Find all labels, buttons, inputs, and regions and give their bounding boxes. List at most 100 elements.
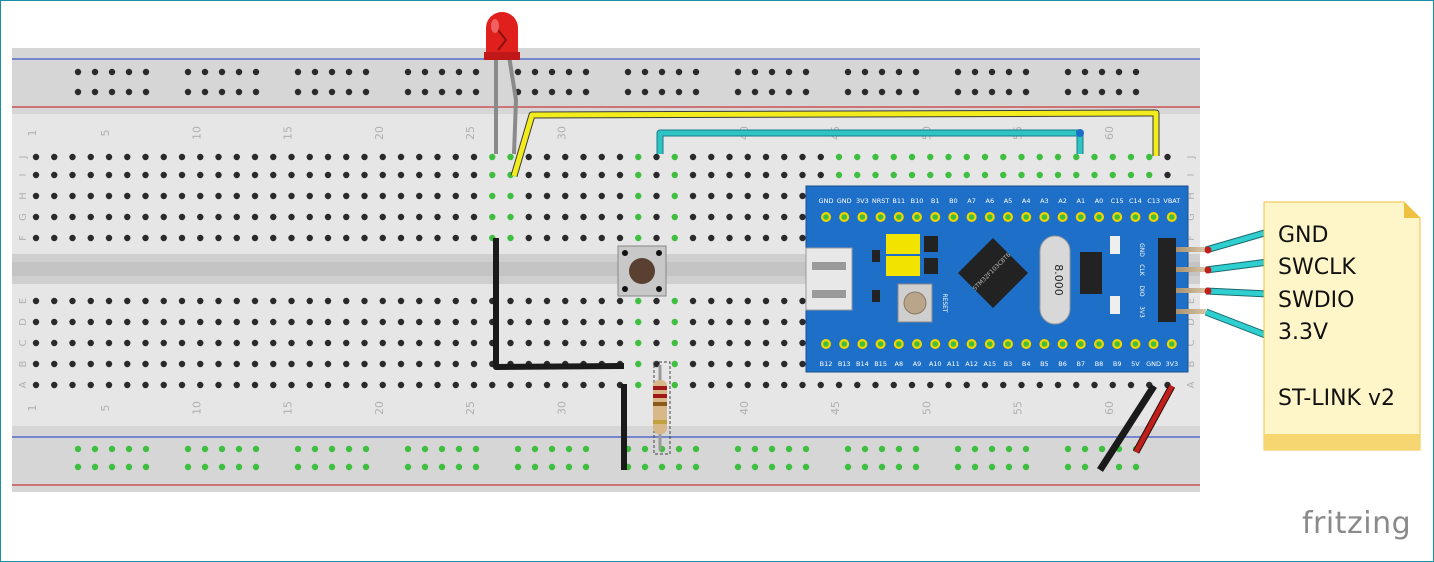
breadboard-hole bbox=[87, 192, 94, 200]
breadboard-hole bbox=[142, 339, 149, 347]
breadboard-hole bbox=[762, 234, 770, 242]
breadboard-hole bbox=[142, 360, 149, 368]
breadboard-hole bbox=[87, 213, 94, 221]
breadboard-hole bbox=[635, 339, 642, 347]
breadboard-hole bbox=[878, 88, 886, 96]
breadboard-hole bbox=[470, 339, 478, 347]
breadboard-hole bbox=[785, 463, 793, 471]
breadboard-hole bbox=[343, 234, 350, 242]
column-number: 55 bbox=[1012, 401, 1025, 415]
breadboard-hole bbox=[87, 297, 94, 305]
breadboard-hole bbox=[854, 153, 861, 161]
breadboard-hole bbox=[1054, 381, 1062, 389]
breadboard-hole bbox=[548, 68, 556, 76]
breadboard-hole bbox=[854, 381, 861, 389]
breadboard-hole bbox=[817, 153, 824, 161]
breadboard-hole bbox=[105, 339, 113, 347]
breadboard-hole bbox=[744, 192, 751, 200]
breadboard-hole bbox=[768, 445, 776, 453]
breadboard-hole bbox=[565, 445, 573, 453]
breadboard-hole bbox=[252, 445, 260, 453]
breadboard-hole bbox=[641, 463, 649, 471]
breadboard-hole bbox=[507, 192, 514, 200]
breadboard-hole bbox=[142, 234, 149, 242]
breadboard-hole bbox=[32, 360, 40, 368]
breadboard-hole bbox=[692, 463, 700, 471]
breadboard-hole bbox=[543, 192, 551, 200]
breadboard-hole bbox=[108, 68, 116, 76]
breadboard-hole bbox=[379, 360, 386, 368]
breadboard-hole bbox=[215, 318, 222, 326]
breadboard-hole bbox=[912, 445, 920, 453]
board-pin-label: GND bbox=[837, 197, 852, 205]
breadboard-hole bbox=[438, 88, 446, 96]
breadboard-hole bbox=[91, 68, 99, 76]
breadboard-hole bbox=[51, 153, 58, 161]
breadboard-hole bbox=[233, 381, 240, 389]
breadboard-hole bbox=[404, 88, 412, 96]
breadboard-hole bbox=[548, 88, 556, 96]
breadboard-hole bbox=[671, 234, 678, 242]
breadboard-hole bbox=[251, 192, 259, 200]
breadboard-hole bbox=[324, 171, 332, 179]
breadboard-hole bbox=[744, 234, 751, 242]
breadboard-hole bbox=[565, 68, 573, 76]
breadboard-hole bbox=[105, 381, 113, 389]
breadboard-hole bbox=[142, 68, 150, 76]
board-pin-label: B7 bbox=[1076, 360, 1085, 368]
breadboard-hole bbox=[87, 234, 94, 242]
breadboard-hole bbox=[434, 234, 441, 242]
breadboard-hole bbox=[689, 339, 697, 347]
breadboard-hole bbox=[160, 318, 167, 326]
column-number: 1 bbox=[26, 130, 39, 137]
breadboard-hole bbox=[1081, 463, 1089, 471]
fritzing-logo: fritzing bbox=[1302, 506, 1412, 541]
breadboard-hole bbox=[598, 318, 605, 326]
breadboard-hole bbox=[379, 234, 386, 242]
breadboard-hole bbox=[927, 171, 934, 179]
breadboard-hole bbox=[142, 381, 149, 389]
breadboard-hole bbox=[762, 360, 770, 368]
breadboard-hole bbox=[343, 381, 350, 389]
breadboard-hole bbox=[1005, 463, 1013, 471]
breadboard-hole bbox=[708, 234, 715, 242]
breadboard-hole bbox=[32, 192, 40, 200]
breadboard-hole bbox=[708, 381, 715, 389]
swd-header bbox=[1158, 238, 1176, 322]
breadboard-hole bbox=[74, 88, 82, 96]
breadboard-hole bbox=[658, 463, 666, 471]
breadboard-hole bbox=[197, 213, 204, 221]
breadboard-hole bbox=[963, 381, 970, 389]
note-line-3v3: 3.3V bbox=[1278, 320, 1329, 345]
breadboard-hole bbox=[675, 68, 683, 76]
breadboard-hole bbox=[397, 234, 405, 242]
breadboard-hole bbox=[87, 318, 94, 326]
breadboard-hole bbox=[507, 297, 514, 305]
breadboard-hole bbox=[1005, 88, 1013, 96]
breadboard-hole bbox=[744, 360, 751, 368]
breadboard-hole bbox=[32, 234, 40, 242]
breadboard-hole bbox=[452, 213, 459, 221]
breadboard-hole bbox=[288, 297, 295, 305]
breadboard-hole bbox=[1000, 381, 1007, 389]
column-number: 5 bbox=[99, 130, 112, 137]
breadboard-hole bbox=[689, 318, 697, 326]
breadboard-hole bbox=[582, 463, 590, 471]
breadboard-hole bbox=[324, 153, 332, 161]
breadboard-hole bbox=[361, 381, 368, 389]
breadboard-hole bbox=[361, 192, 368, 200]
breadboard-hole bbox=[616, 153, 624, 161]
breadboard-hole bbox=[324, 234, 332, 242]
breadboard-hole bbox=[142, 153, 149, 161]
mcu-chip bbox=[958, 238, 1028, 308]
breadboard-hole bbox=[124, 234, 131, 242]
breadboard-hole bbox=[689, 234, 697, 242]
header-pin-label: 3V3 bbox=[1138, 306, 1145, 318]
breadboard-hole bbox=[835, 381, 843, 389]
breadboard-hole bbox=[178, 318, 186, 326]
breadboard-hole bbox=[616, 234, 624, 242]
breadboard-hole bbox=[235, 88, 243, 96]
breadboard-hole bbox=[306, 339, 313, 347]
breadboard-hole bbox=[397, 213, 405, 221]
breadboard-hole bbox=[525, 192, 532, 200]
